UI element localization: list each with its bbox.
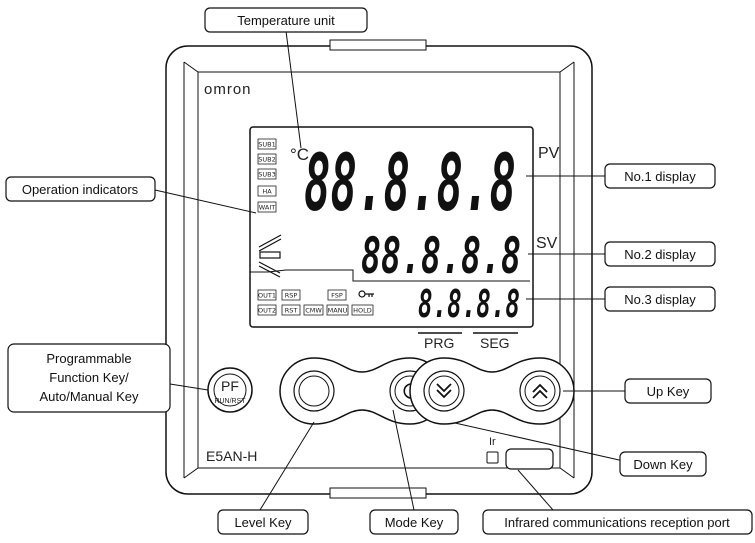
indicator-out1: OUT1	[258, 292, 276, 300]
pf-key[interactable]: PF RUN/RST	[207, 367, 253, 413]
model-name: E5AN-H	[206, 448, 257, 464]
lcd-window	[249, 126, 534, 328]
pf-key-sub-label: RUN/RST	[214, 398, 246, 405]
indicator-sub3: SUB3	[258, 171, 275, 179]
callout-pf-line1: Programmable	[46, 351, 131, 366]
indicator-manu: MANU	[328, 307, 348, 315]
level-key[interactable]	[293, 370, 335, 412]
sv-tag: SV	[536, 235, 558, 252]
temperature-unit-symbol: °C	[290, 145, 309, 164]
indicator-cmw: CMW	[305, 307, 322, 315]
callout-level-key-box	[217, 509, 309, 535]
callout-up-key-box	[624, 378, 712, 404]
callout-ir-port: Infrared communications reception port	[504, 515, 730, 530]
double-chevron-down-icon	[436, 383, 452, 399]
indicator-sub1: SUB1	[258, 141, 275, 149]
ir-reception-port	[505, 448, 554, 470]
callout-up-key: Up Key	[647, 384, 690, 399]
callout-down-key-box	[619, 451, 707, 477]
top-clip	[329, 39, 427, 51]
callout-mode-key: Mode Key	[385, 515, 444, 530]
callout-no1-display-box	[604, 163, 716, 189]
callout-no2-display: No.2 display	[624, 247, 696, 262]
bottom-indicators: OUT1 RSP FSP OUT2 RST CMW MANU HOLD	[257, 289, 374, 316]
callout-mode-key-box	[369, 509, 459, 535]
indicator-sub2: SUB2	[258, 156, 275, 164]
callout-down-key: Down Key	[633, 457, 693, 472]
callout-pf-line3: Auto/Manual Key	[39, 389, 139, 404]
bar-segments	[258, 234, 282, 278]
up-key[interactable]	[519, 370, 561, 412]
indicator-out2: OUT2	[258, 307, 276, 315]
indicator-hold: HOLD	[353, 307, 372, 315]
ir-indicator-led	[486, 451, 499, 464]
pf-key-main-label: PF	[221, 378, 239, 394]
left-indicator-stack: SUB1 SUB2 SUB3 HA WAIT	[257, 138, 277, 213]
callout-level-key: Level Key	[234, 515, 292, 530]
pv-tag: PV	[538, 145, 560, 162]
seg-tag: SEG	[480, 335, 510, 351]
indicator-ha: HA	[262, 188, 272, 196]
display-2-digits: 88.8.8.8	[361, 227, 521, 285]
callout-no3-display: No.3 display	[624, 292, 696, 307]
callout-temperature-unit-box	[204, 7, 368, 33]
display-3-digits: 8.8.8.8	[418, 282, 520, 326]
prg-tag: PRG	[424, 335, 454, 351]
callout-temperature-unit: Temperature unit	[237, 13, 335, 28]
callout-operation-indicators-box	[5, 176, 156, 202]
callout-pf-key-box	[7, 343, 171, 413]
leader-lines	[154, 30, 629, 511]
callout-no2-display-box	[604, 241, 716, 267]
indicator-wait: WAIT	[259, 204, 275, 212]
ir-tag: Ir	[489, 436, 496, 448]
bottom-clip	[329, 487, 427, 499]
key-lock-icon	[358, 290, 374, 298]
indicator-rst: RST	[285, 307, 298, 315]
callout-ir-port-box	[482, 509, 753, 535]
double-chevron-up-icon	[532, 383, 548, 399]
indicator-fsp: FSP	[331, 292, 343, 300]
down-key[interactable]	[423, 370, 465, 412]
callout-no1-display: No.1 display	[624, 169, 696, 184]
callout-operation-indicators: Operation indicators	[22, 182, 139, 197]
callout-no3-display-box	[604, 286, 716, 312]
indicator-rsp: RSP	[285, 292, 298, 300]
display-1-digits: 88.8.8.8	[304, 139, 516, 229]
lcd-divider	[250, 269, 530, 282]
brand-logo: omron	[204, 81, 252, 98]
callout-pf-line2: Function Key/	[49, 370, 129, 385]
